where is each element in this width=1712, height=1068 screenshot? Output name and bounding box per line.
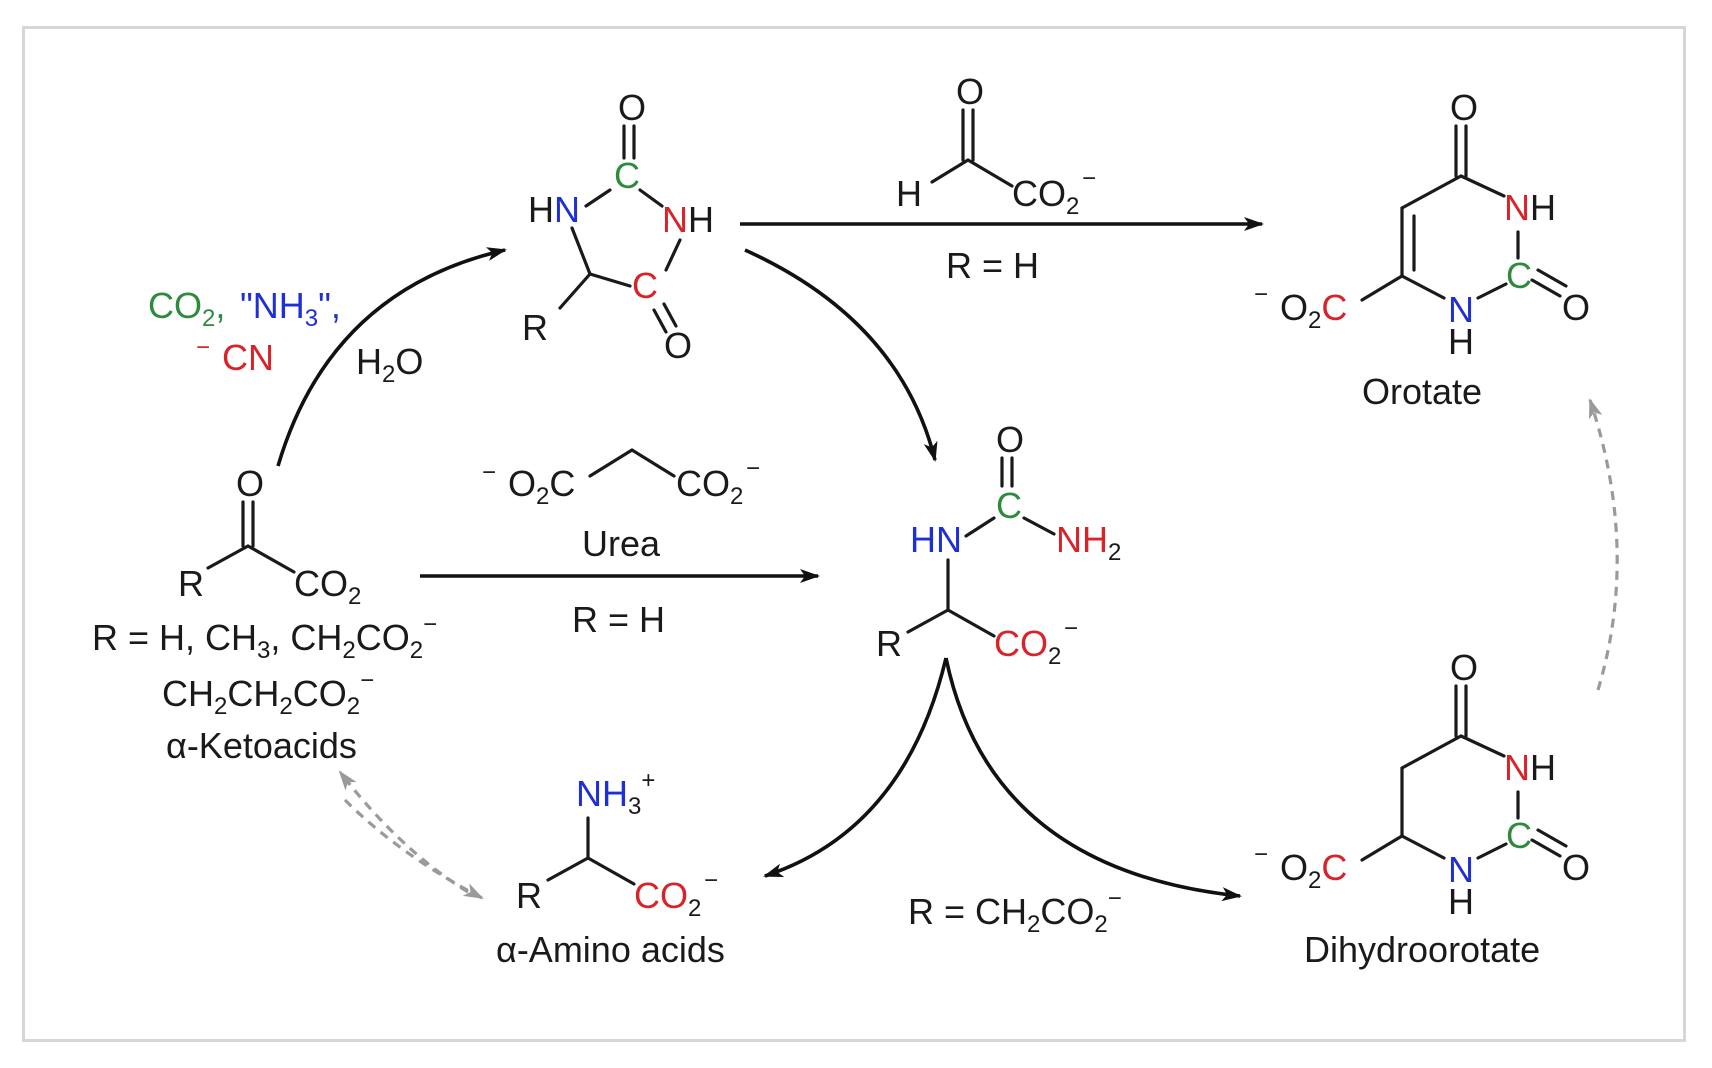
dashed-arrow-dihydroorotate-to-orotate — [1588, 398, 1619, 691]
svg-text:−: − — [196, 334, 210, 361]
ketoacids-label: α-Ketoacids — [166, 725, 357, 766]
svg-text:R = H, CH3, CH2CO2−: R = H, CH3, CH2CO2− — [92, 611, 437, 664]
dashed-arrow-aminoacid-to-ketoacid — [338, 770, 469, 894]
svg-text:C: C — [614, 155, 640, 196]
svg-text:H: H — [896, 173, 922, 214]
svg-text:O2C: O2C — [508, 463, 575, 510]
svg-text:R: R — [522, 307, 548, 348]
ketoacid-r-groups: R = H, CH3, CH2CO2− CH2CH2CO2− — [92, 611, 437, 720]
svg-text:O: O — [236, 463, 264, 504]
svg-text:O: O — [1450, 647, 1478, 688]
svg-text:CO2: CO2 — [676, 463, 743, 510]
svg-text:R: R — [876, 623, 902, 664]
svg-text:−: − — [1254, 281, 1268, 308]
svg-text:CO2: CO2 — [294, 563, 361, 610]
svg-text:O: O — [956, 71, 984, 112]
hydantoin-structure: O C HN NH C O R — [522, 87, 714, 366]
svg-text:HN: HN — [528, 189, 580, 230]
svg-text:CO2: CO2 — [634, 875, 701, 922]
arrow-carbamoyl-to-aminoacid — [763, 657, 948, 878]
svg-text:O: O — [664, 325, 692, 366]
svg-text:R: R — [178, 563, 204, 604]
dashed-arrow-ketoacid-to-aminoacid — [343, 798, 484, 900]
arrow-ketoacid-to-hydantoin — [276, 247, 507, 467]
orotate-label: Orotate — [1362, 371, 1482, 412]
svg-text:−: − — [1082, 165, 1096, 192]
svg-text:NH3+: NH3+ — [576, 767, 655, 820]
svg-text:NH: NH — [662, 199, 714, 240]
orotate-structure: O NH C O N H − O2C — [1254, 87, 1590, 362]
svg-text:CN: CN — [222, 337, 274, 378]
svg-text:H: H — [1448, 881, 1474, 922]
svg-text:−: − — [746, 455, 760, 482]
svg-text:−: − — [482, 459, 496, 486]
dihydroorotate-label: Dihydroorotate — [1304, 929, 1540, 970]
svg-text:CO2: CO2 — [1012, 173, 1079, 220]
svg-text:NH: NH — [1504, 747, 1556, 788]
amino-acids-label: α-Amino acids — [496, 929, 725, 970]
svg-text:H2O: H2O — [356, 341, 423, 388]
svg-text:NH: NH — [1504, 187, 1556, 228]
reagent-h2o: H2O — [356, 341, 423, 388]
svg-text:O: O — [1562, 287, 1590, 328]
svg-text:O: O — [1562, 847, 1590, 888]
carbamoyl-amino-acid-structure: O C HN NH2 R CO2 − — [876, 419, 1121, 670]
condition-r-eq-h-mid: R = H — [572, 599, 665, 640]
reagents-co2-nh3-cn: CO2, "NH3", − CN — [148, 285, 341, 378]
svg-text:CO2,: CO2, — [148, 285, 225, 332]
arrow-carbamoyl-to-dihydroorotate — [944, 657, 1242, 902]
malonate-structure: − O2C CO2 − — [482, 448, 760, 510]
svg-text:O: O — [1450, 87, 1478, 128]
figure-frame — [22, 26, 1686, 1042]
svg-text:N: N — [1448, 849, 1474, 890]
condition-r-eq-h-top: R = H — [946, 245, 1039, 286]
svg-text:N: N — [1448, 289, 1474, 330]
svg-text:NH2: NH2 — [1056, 519, 1121, 566]
arrow-hydantoin-to-carbamoyl — [744, 248, 938, 462]
svg-text:−: − — [704, 867, 718, 894]
svg-text:"NH3",: "NH3", — [240, 285, 341, 332]
svg-text:C: C — [632, 265, 658, 306]
svg-text:O2C: O2C — [1280, 847, 1347, 894]
svg-text:HN: HN — [910, 519, 962, 560]
glyoxylate-structure: O H CO2 − — [896, 71, 1096, 220]
svg-text:O: O — [996, 419, 1024, 460]
svg-text:−: − — [1064, 615, 1078, 642]
svg-text:C: C — [1506, 255, 1532, 296]
condition-r-eq-ch2co2: R = CH2CO2− — [908, 885, 1122, 938]
svg-text:−: − — [1254, 841, 1268, 868]
dihydroorotate-structure: O NH C O N H − O2C — [1254, 647, 1590, 922]
svg-text:CH2CH2CO2−: CH2CH2CO2− — [162, 667, 374, 720]
urea-label: Urea — [582, 523, 661, 564]
svg-text:C: C — [1506, 815, 1532, 856]
svg-text:H: H — [1448, 321, 1474, 362]
svg-text:CO2: CO2 — [994, 623, 1061, 670]
svg-text:O2C: O2C — [1280, 287, 1347, 334]
svg-text:R: R — [516, 875, 542, 916]
amino-acid-structure: NH3+ R CO2 − — [516, 767, 718, 922]
svg-text:C: C — [996, 485, 1022, 526]
ketoacid-structure: O R CO2 — [178, 463, 361, 610]
svg-text:O: O — [618, 87, 646, 128]
